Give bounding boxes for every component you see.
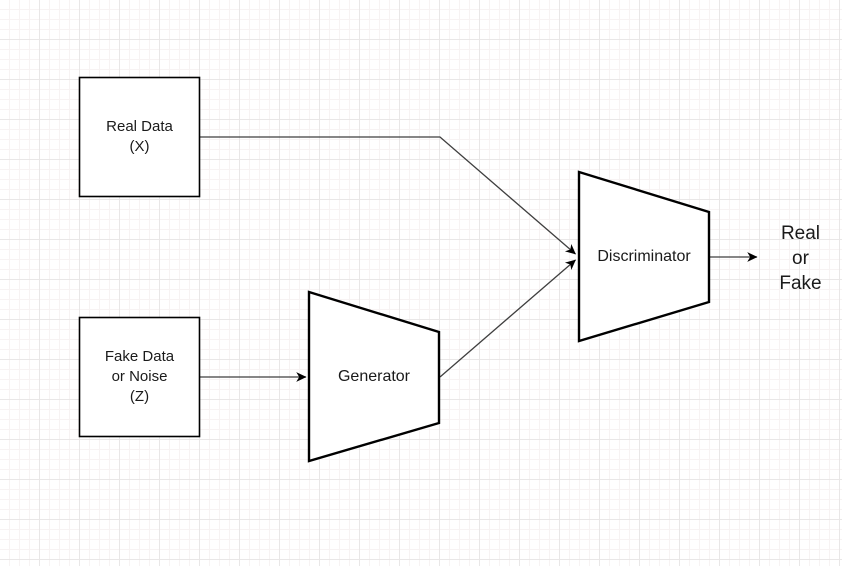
generator-node: [307, 290, 441, 463]
discriminator-node: [577, 170, 711, 343]
fake-data-node: [78, 316, 201, 438]
real-data-node: [78, 76, 201, 198]
connector-generator-to-discriminator: [439, 259, 576, 378]
connector-real-data-to-discriminator: [200, 136, 576, 255]
